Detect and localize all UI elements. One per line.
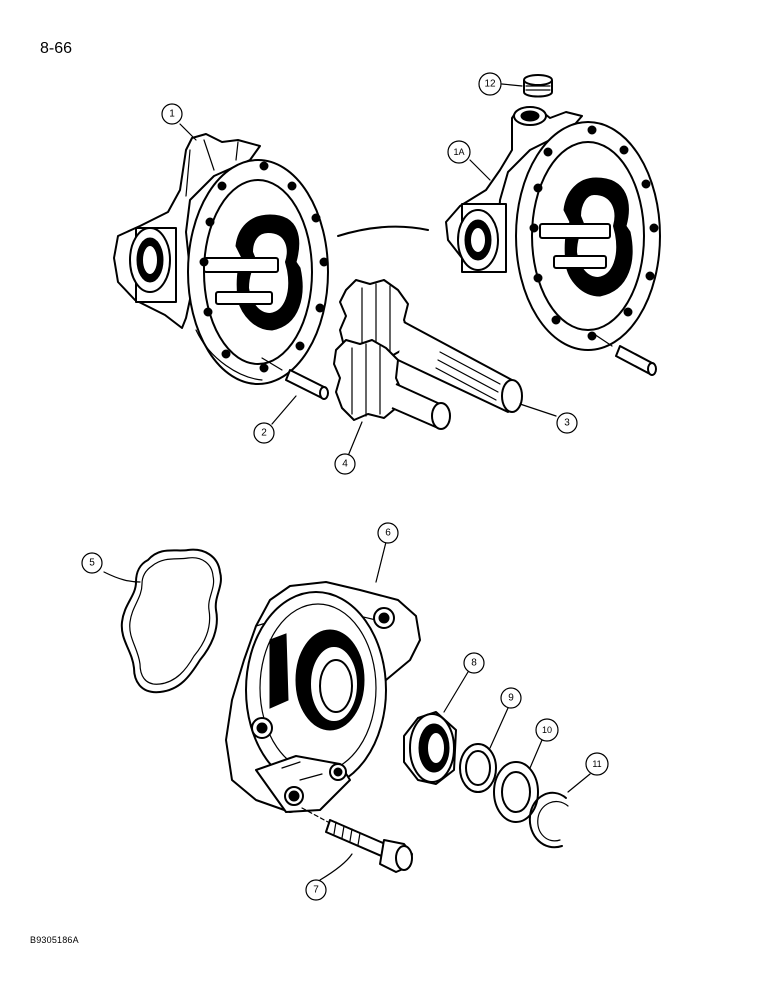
callout-5: 5 [81,552,103,574]
callout-2: 2 [253,422,275,444]
flange-bolt-part-7 [301,807,413,873]
callout-label: 1A [453,147,464,157]
drive-gear-part-3 [339,279,523,413]
callout-6: 6 [377,522,399,544]
callout-1: 1 [161,103,183,125]
callout-10: 10 [535,718,559,742]
callout-3: 3 [556,412,578,434]
dowel-pin-right [593,333,657,376]
dowel-pin-part-2 [261,357,329,400]
page-number: 8-66 [40,40,73,57]
callout-label: 5 [89,558,95,569]
callout-label: 8 [471,658,477,669]
shaft-seal-part-8 [403,711,457,785]
callout-label: 12 [484,79,496,90]
snap-ring-part-11 [528,791,569,849]
pump-body-part-1 [113,133,329,385]
mounting-flange-part-6 [225,581,421,813]
washer-part-9 [459,743,497,793]
callout-11: 11 [585,752,609,776]
callout-label: 7 [313,885,319,896]
figure-id: B9305186A [30,935,79,945]
callout-12: 12 [478,72,502,96]
callout-label: 3 [564,418,570,429]
callout-label: 2 [261,428,267,439]
callout-label: 4 [342,459,348,470]
callout-label: 9 [508,693,514,704]
callout-8: 8 [463,652,485,674]
callout-label: 11 [592,759,601,769]
driven-gear-part-4 [333,339,451,430]
callout-4: 4 [334,453,356,475]
callout-label: 1 [169,109,175,120]
callout-7: 7 [305,879,327,901]
plug-part-12 [523,74,553,98]
o-ring-seal-part-5 [120,548,222,694]
callout-label: 6 [385,528,391,539]
leader-lines [103,83,591,881]
callout-1a: 1A [447,140,471,164]
pump-body-part-1a [445,106,661,351]
assembly-arrow [337,225,429,237]
callout-label: 10 [542,725,552,735]
callout-9: 9 [500,687,522,709]
washer-part-10 [493,761,539,823]
